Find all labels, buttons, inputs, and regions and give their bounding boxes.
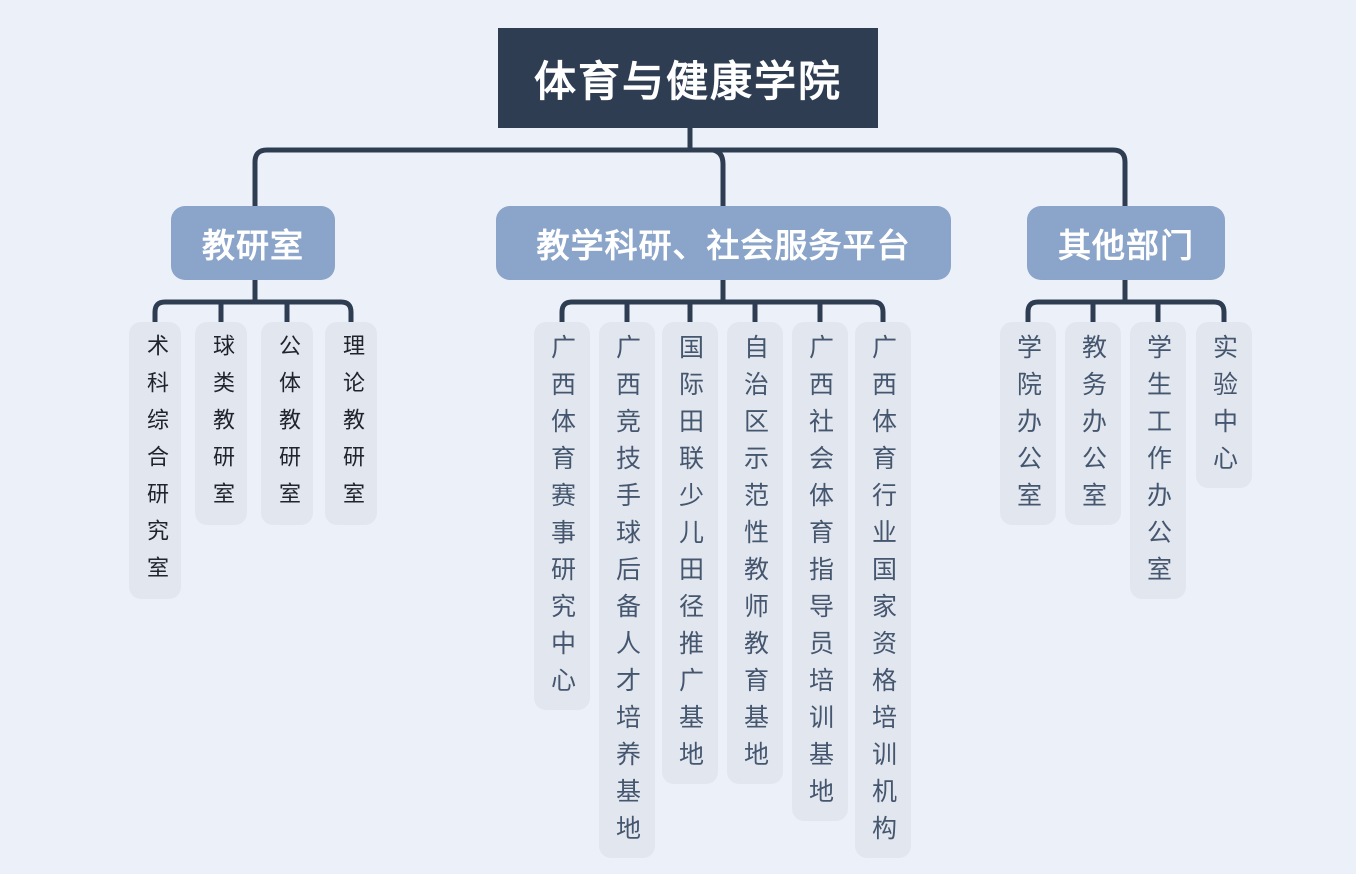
leaf-label: 实验中心 xyxy=(1209,334,1239,482)
connector-group3-bus xyxy=(1025,299,1227,324)
leaf-label: 球类教研室 xyxy=(209,334,234,519)
leaf-label: 理论教研室 xyxy=(339,334,364,519)
leaf-label: 广西体育行业国家资格培训机构 xyxy=(868,334,898,852)
leaf-label: 广西社会体育指导员培训基地 xyxy=(805,334,835,815)
leaf-label: 广西体育赛事研究中心 xyxy=(547,334,577,704)
branch-other-departments: 其他部门 xyxy=(1027,206,1225,280)
leaf-label: 自治区示范性教师教育基地 xyxy=(740,334,770,778)
leaf-region-model-teacher-education-base: 自治区示范性教师教育基地 xyxy=(727,322,783,784)
leaf-guangxi-sports-events-research-center: 广西体育赛事研究中心 xyxy=(534,322,590,710)
connector-level1-middle-drop xyxy=(712,147,726,208)
leaf-theory-teaching-office: 理论教研室 xyxy=(325,322,377,525)
root-node-label: 体育与健康学院 xyxy=(533,56,842,106)
root-node-college: 体育与健康学院 xyxy=(498,28,878,128)
leaf-guangxi-handball-talent-training-base: 广西竞技手球后备人才培养基地 xyxy=(599,322,655,858)
leaf-label: 学生工作办公室 xyxy=(1143,334,1173,593)
leaf-academic-affairs-office: 教务办公室 xyxy=(1065,322,1121,525)
leaf-public-pe-teaching-office: 公体教研室 xyxy=(261,322,313,525)
leaf-label: 学院办公室 xyxy=(1013,334,1043,519)
leaf-iaaf-kids-athletics-promotion-base: 国际田联少儿田径推广基地 xyxy=(662,322,718,784)
leaf-skill-course-comprehensive-research-office: 术科综合研究室 xyxy=(129,322,181,599)
branch-label: 教学科研、社会服务平台 xyxy=(536,226,911,265)
branch-label: 其他部门 xyxy=(1058,226,1194,265)
branch-teaching-research-social-service-platforms: 教学科研、社会服务平台 xyxy=(496,206,951,280)
leaf-college-office: 学院办公室 xyxy=(1000,322,1056,525)
leaf-guangxi-social-sports-instructor-training-base: 广西社会体育指导员培训基地 xyxy=(792,322,848,821)
leaf-student-affairs-office: 学生工作办公室 xyxy=(1130,322,1186,599)
branch-label: 教研室 xyxy=(202,226,304,265)
leaf-label: 国际田联少儿田径推广基地 xyxy=(675,334,705,778)
connector-level1-bus xyxy=(252,147,1128,208)
leaf-label: 广西竞技手球后备人才培养基地 xyxy=(612,334,642,852)
leaf-ball-sports-teaching-office: 球类教研室 xyxy=(195,322,247,525)
leaf-label: 公体教研室 xyxy=(275,334,300,519)
leaf-guangxi-sports-industry-national-qualification-training-org: 广西体育行业国家资格培训机构 xyxy=(855,322,911,858)
connector-group2-bus xyxy=(559,299,886,324)
connector-group1-bus xyxy=(152,299,354,324)
leaf-experiment-center: 实验中心 xyxy=(1196,322,1252,488)
branch-teaching-research-offices: 教研室 xyxy=(171,206,335,280)
leaf-label: 教务办公室 xyxy=(1078,334,1108,519)
leaf-label: 术科综合研究室 xyxy=(143,334,168,593)
